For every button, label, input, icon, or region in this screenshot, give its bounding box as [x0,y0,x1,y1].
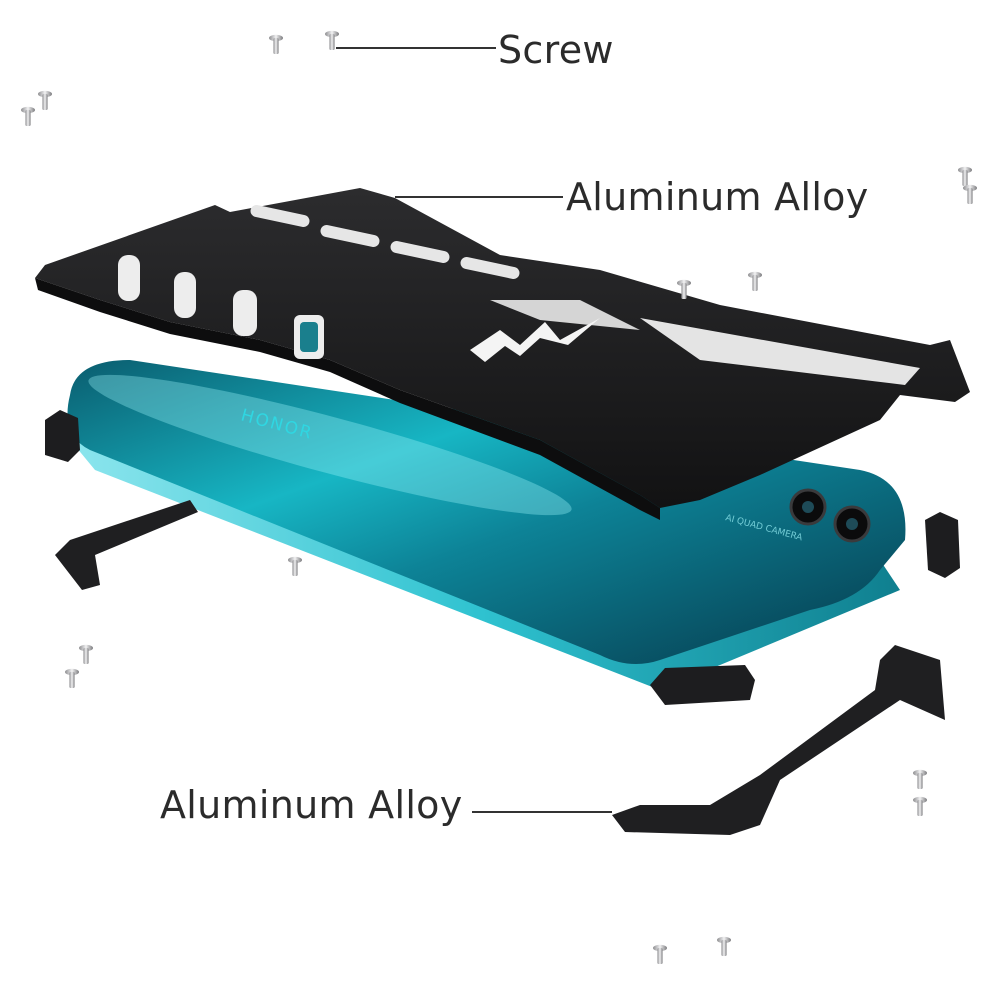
top-plate-logo [470,318,600,362]
top-plate-slots [118,205,520,359]
bottom-aluminum-bar [612,645,945,835]
bottom-alloy-callout-line [472,811,612,813]
side-aluminum-bars [55,500,945,835]
corner-bumpers [45,410,960,705]
top-aluminum-plate [35,188,970,520]
phone: HONOR AI QUAD CAMERA [62,360,906,690]
bottom-alloy-callout-label: Aluminum Alloy [160,783,463,827]
camera-module [789,488,871,543]
top-alloy-callout-line [395,196,563,198]
top-alloy-callout-label: Aluminum Alloy [566,175,869,219]
phone-back-panel [67,360,906,664]
screw-callout-line [336,47,496,49]
screw-callout-label: Screw [498,28,614,72]
